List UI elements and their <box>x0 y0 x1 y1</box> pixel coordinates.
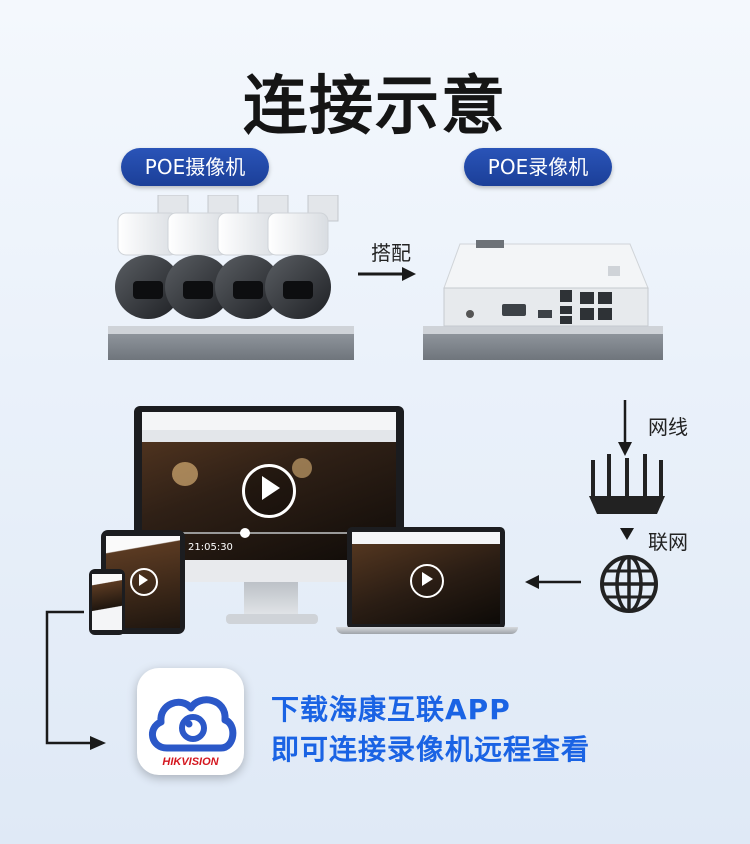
laptop-screen <box>352 532 500 624</box>
nvr-shelf-top <box>423 326 663 334</box>
cable-label: 网线 <box>648 415 688 439</box>
nvr-shelf <box>423 334 663 360</box>
left-arrow-icon <box>525 575 581 589</box>
camera-icon <box>115 195 189 319</box>
internet-label: 联网 <box>648 530 688 554</box>
camera-icon <box>265 195 339 319</box>
page-title: 连接示意 <box>243 70 507 144</box>
cloud-icon <box>149 696 237 752</box>
monitor-base <box>226 614 318 624</box>
promo-line-2: 即可连接录像机远程查看 <box>271 733 591 766</box>
nvr-illustration <box>443 240 649 327</box>
ptz-cameras-illustration <box>115 195 339 319</box>
hikvision-logo: HIKVISION <box>162 756 219 768</box>
camera-shelf-top <box>108 326 354 334</box>
triangle-down-icon <box>620 528 634 540</box>
laptop-base <box>336 627 518 634</box>
camera-shelf <box>108 334 354 360</box>
monitor-chin <box>134 560 404 582</box>
poe-camera-label: POE摄像机 <box>121 148 269 186</box>
router-icon <box>589 454 665 514</box>
phone-screen <box>92 574 122 630</box>
right-arrow-icon <box>358 267 416 281</box>
globe-icon <box>600 555 658 613</box>
app-icon-tile[interactable]: HIKVISION <box>137 668 244 775</box>
match-label: 搭配 <box>371 241 411 265</box>
promo-line-1: 下载海康互联APP <box>271 693 511 726</box>
poe-nvr-label: POE录像机 <box>464 148 612 186</box>
elbow-arrow-icon <box>45 610 106 750</box>
monitor-timecode: 21:05:30 <box>188 542 233 553</box>
monitor-stand <box>244 582 298 616</box>
down-arrow-icon <box>618 400 632 456</box>
